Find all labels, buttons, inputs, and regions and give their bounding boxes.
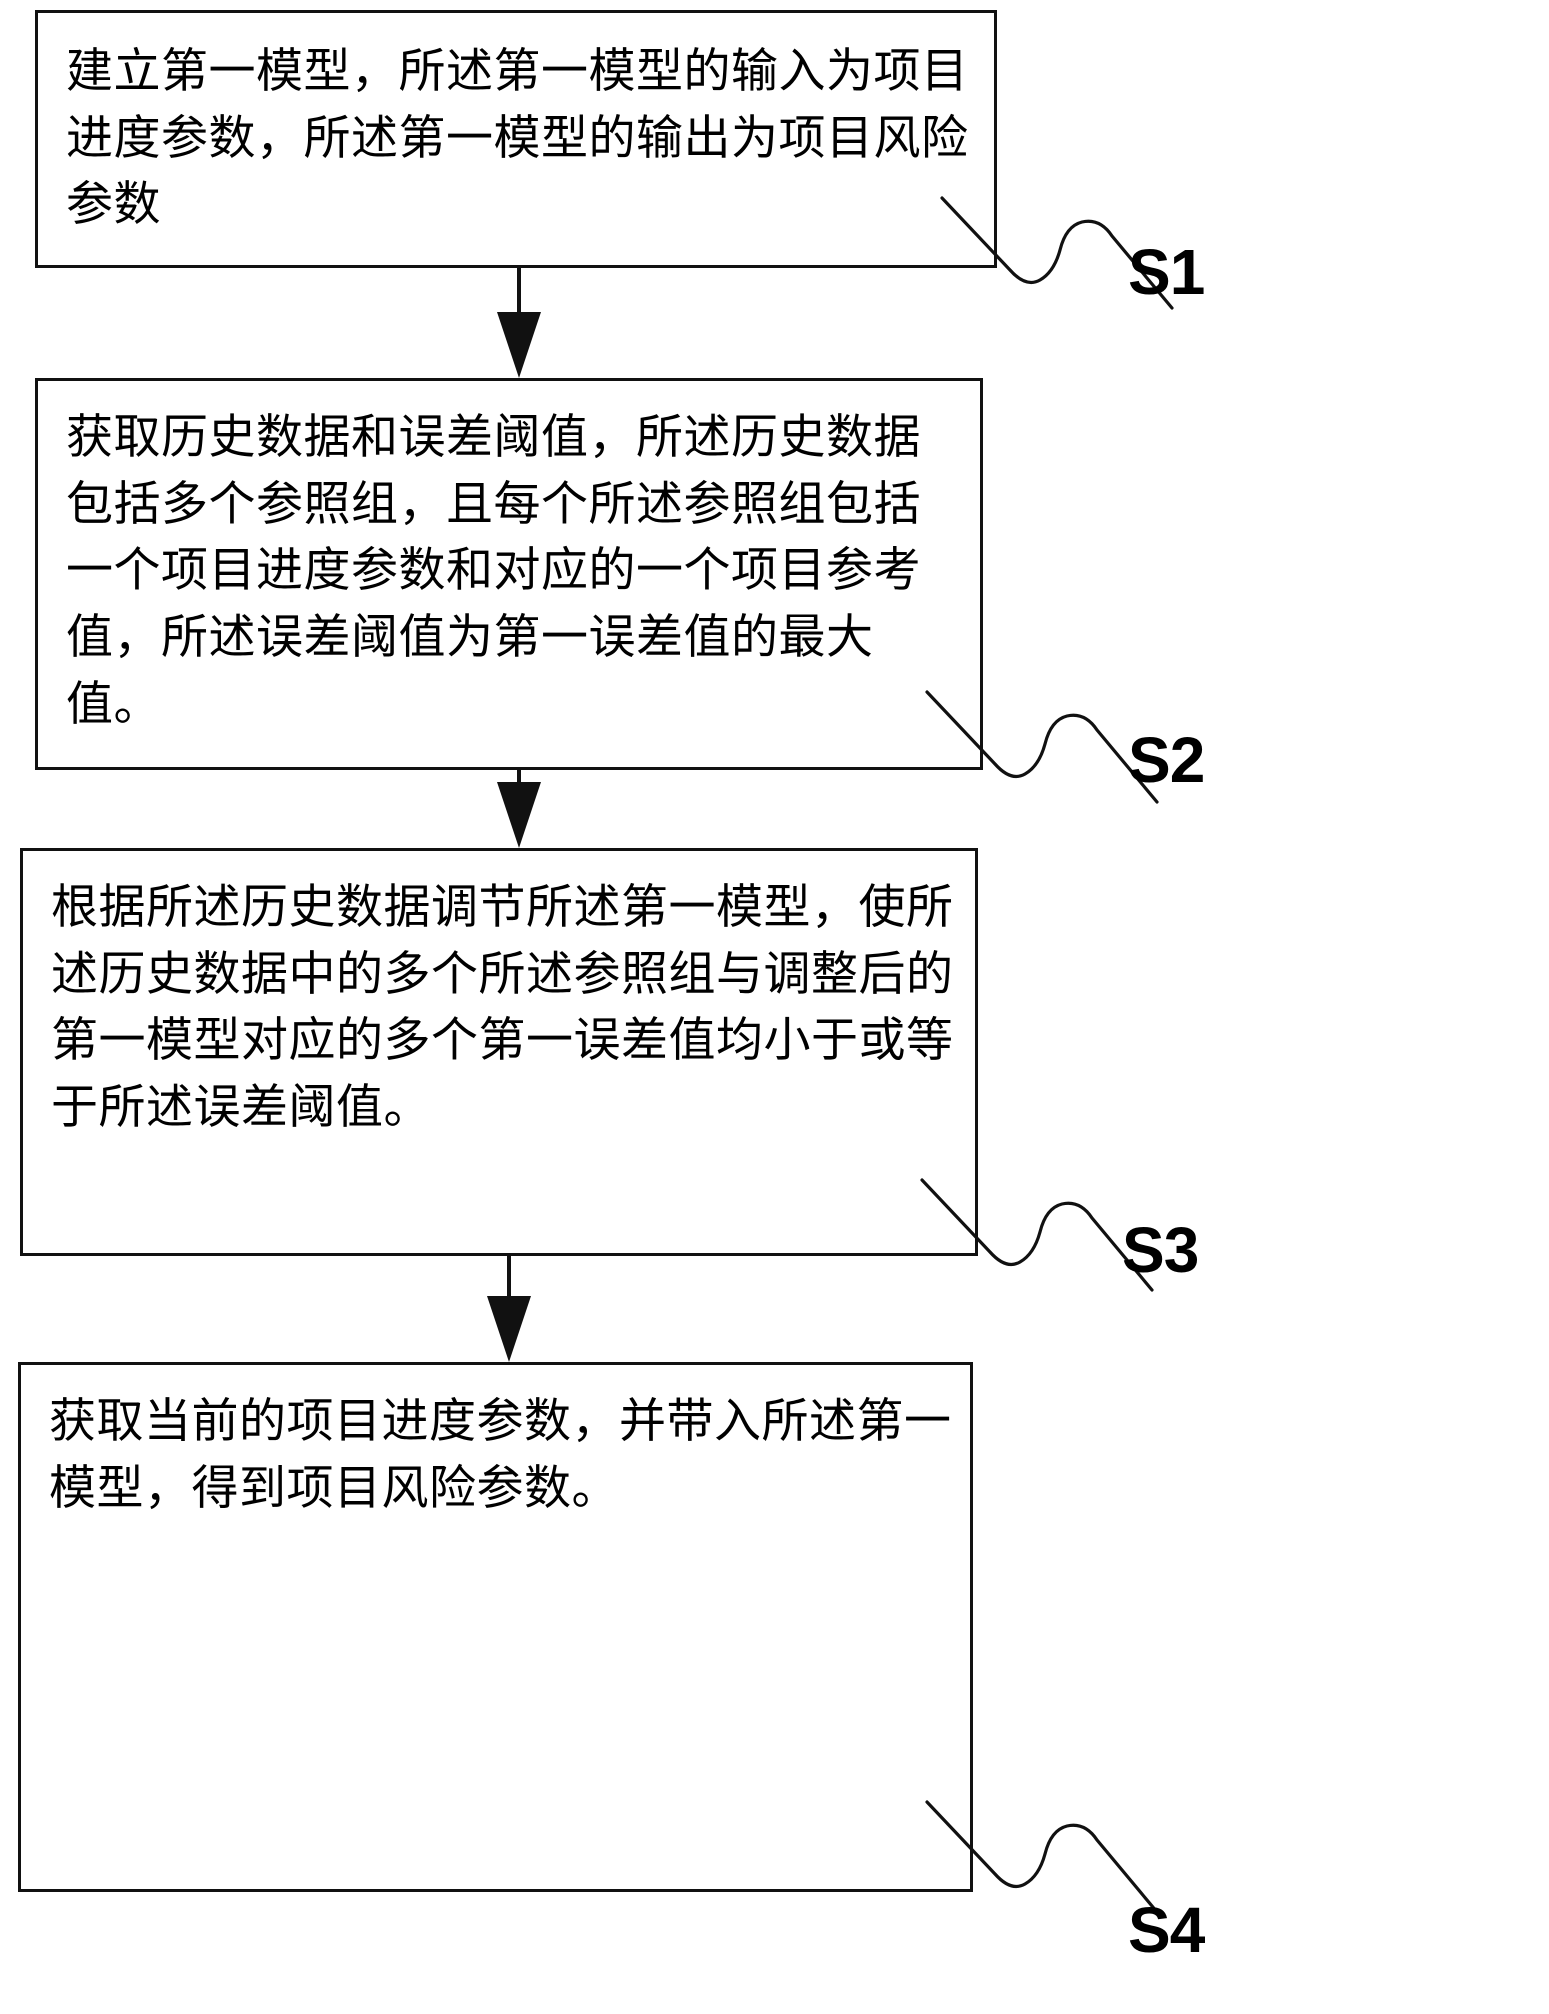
flow-step-text-s2: 获取历史数据和误差阈值，所述历史数据包括多个参照组，且每个所述参照组包括一个项目… (66, 410, 921, 732)
flow-step-box-s1: 建立第一模型，所述第一模型的输入为项目进度参数，所述第一模型的输出为项目风险参数 (35, 10, 997, 268)
flow-step-text-s3: 根据所述历史数据调节所述第一模型，使所述历史数据中的多个所述参照组与调整后的第一… (51, 880, 954, 1136)
flow-step-box-s2: 获取历史数据和误差阈值，所述历史数据包括多个参照组，且每个所述参照组包括一个项目… (35, 378, 983, 770)
arrowhead-icon (487, 1296, 531, 1362)
arrowhead-icon (497, 782, 541, 848)
leader-line-s2 (925, 690, 1185, 820)
step-label-s3: S3 (1122, 1214, 1199, 1286)
step-label-s4: S4 (1128, 1894, 1205, 1966)
connector-shaft (517, 770, 521, 790)
flow-step-box-s3: 根据所述历史数据调节所述第一模型，使所述历史数据中的多个所述参照组与调整后的第一… (20, 848, 978, 1256)
squiggle-icon (925, 690, 1159, 804)
flow-step-box-s4: 获取当前的项目进度参数，并带入所述第一模型，得到项目风险参数。 (18, 1362, 973, 1892)
connector-arrow-s1-to-s2 (497, 268, 541, 378)
flow-step-text-s4: 获取当前的项目进度参数，并带入所述第一模型，得到项目风险参数。 (49, 1394, 952, 1516)
step-label-s2: S2 (1128, 724, 1205, 796)
connector-shaft (517, 268, 521, 316)
squiggle-icon (940, 196, 1174, 310)
arrowhead-icon (497, 312, 541, 378)
leader-line-s3 (920, 1178, 1180, 1308)
connector-shaft (507, 1256, 511, 1300)
leader-line-s4 (925, 1800, 1185, 1930)
connector-arrow-s3-to-s4 (487, 1256, 531, 1362)
connector-arrow-s2-to-s3 (497, 770, 541, 848)
step-label-s1: S1 (1128, 236, 1205, 308)
squiggle-icon (925, 1800, 1159, 1914)
squiggle-icon (920, 1178, 1154, 1292)
flow-step-text-s1: 建立第一模型，所述第一模型的输入为项目进度参数，所述第一模型的输出为项目风险参数 (66, 44, 969, 233)
leader-line-s1 (940, 196, 1200, 326)
